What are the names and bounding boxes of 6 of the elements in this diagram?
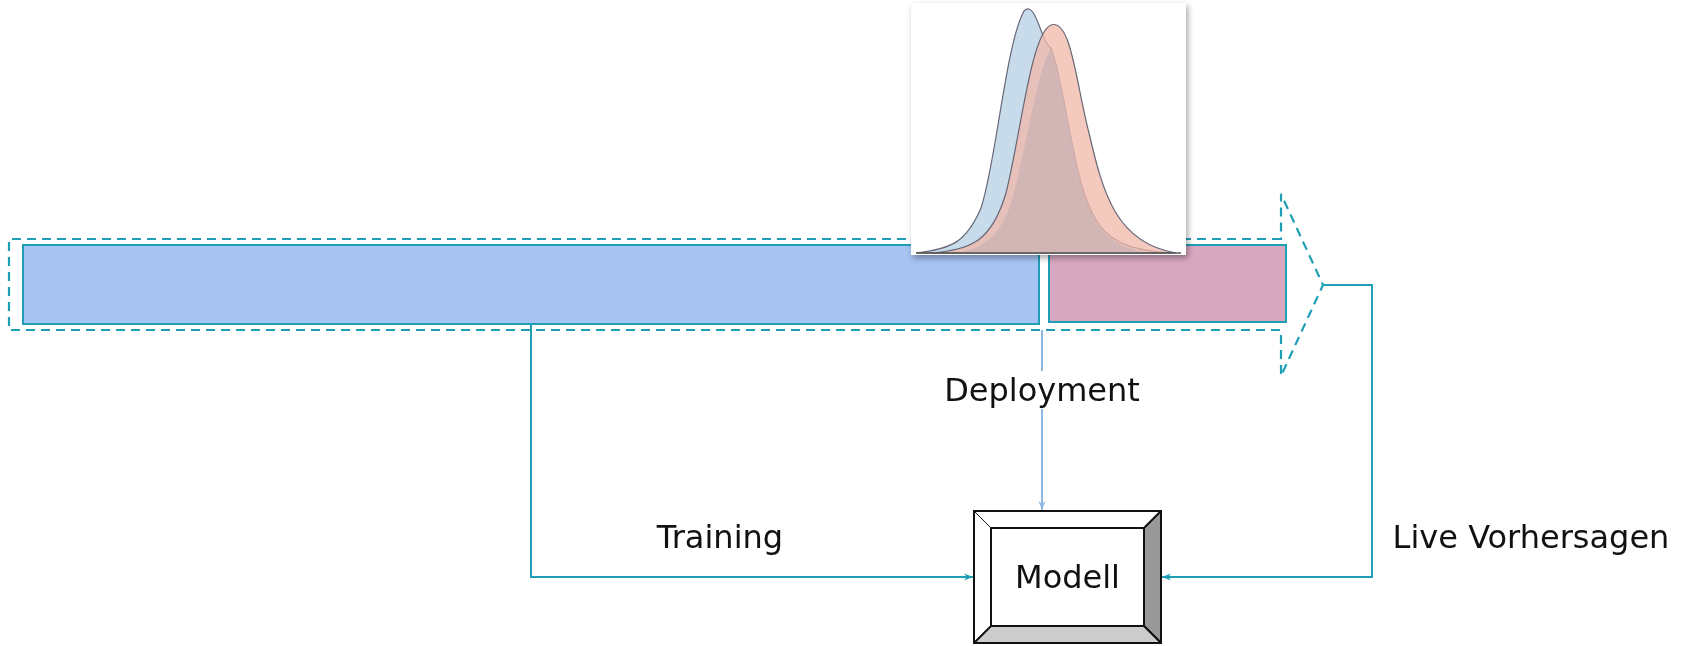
picture xyxy=(911,3,1186,255)
timeline-bar xyxy=(1048,244,1287,323)
timeline-bar xyxy=(22,244,1040,325)
arrow xyxy=(530,324,974,581)
node-label: Modell xyxy=(1014,558,1121,596)
arrow xyxy=(1161,284,1373,581)
